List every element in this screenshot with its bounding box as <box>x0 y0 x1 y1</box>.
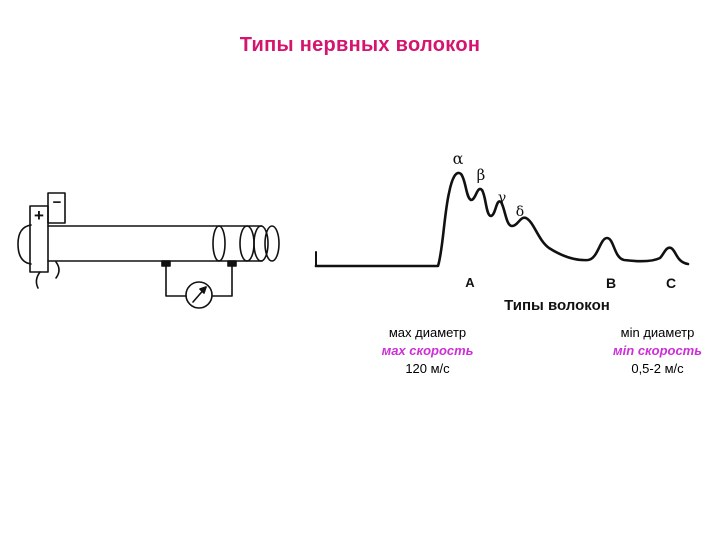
max-speed-label: мах скорость <box>381 343 474 358</box>
label-gamma: γ <box>498 190 506 206</box>
max-speed-value: 120 м/с <box>405 361 450 376</box>
galvanometer <box>185 281 213 309</box>
label-alpha: α <box>453 149 464 168</box>
action-potential-trace <box>314 171 690 268</box>
compound-action-potential <box>314 171 690 268</box>
electrode-wire-left <box>35 271 41 289</box>
min-fiber-stats: мin диаметр мin скорость 0,5-2 м/с <box>590 324 720 378</box>
page-title: Типы нервных волокон <box>239 34 481 56</box>
nerve-ring-4 <box>264 225 280 262</box>
label-beta: β <box>477 166 486 184</box>
recording-circuit <box>165 265 187 297</box>
nerve-apparatus <box>17 192 280 309</box>
nerve-ring-1 <box>212 225 226 262</box>
fiber-group-labels: A B C <box>465 275 676 291</box>
electrode-minus-block <box>47 192 66 224</box>
nerve-ring-2 <box>239 225 255 262</box>
electrode-plus-sign: + <box>34 206 44 225</box>
min-speed-label: мin скорость <box>613 343 702 358</box>
wave-labels: α β γ δ <box>453 149 525 220</box>
diagram-caption: Типы волокон <box>504 297 610 314</box>
max-diameter-label: мах диаметр <box>388 325 467 340</box>
nerve-left-end <box>17 224 32 265</box>
electrode-wire-right <box>55 261 60 279</box>
nerve-ring-3 <box>253 225 269 262</box>
electrode-minus-sign: − <box>53 194 62 211</box>
label-C: C <box>666 275 676 291</box>
min-speed-value: 0,5-2 м/с <box>631 361 684 376</box>
label-delta: δ <box>516 204 524 220</box>
label-A: A <box>465 275 475 290</box>
galvanometer-needle-tip <box>199 286 207 294</box>
max-fiber-stats: мах диаметр мах скорость 120 м/с <box>360 324 495 378</box>
recording-circuit-right <box>212 265 233 297</box>
min-diameter-label: мin диаметр <box>620 325 695 340</box>
stimulating-electrode <box>29 205 49 273</box>
label-B: B <box>606 275 616 291</box>
